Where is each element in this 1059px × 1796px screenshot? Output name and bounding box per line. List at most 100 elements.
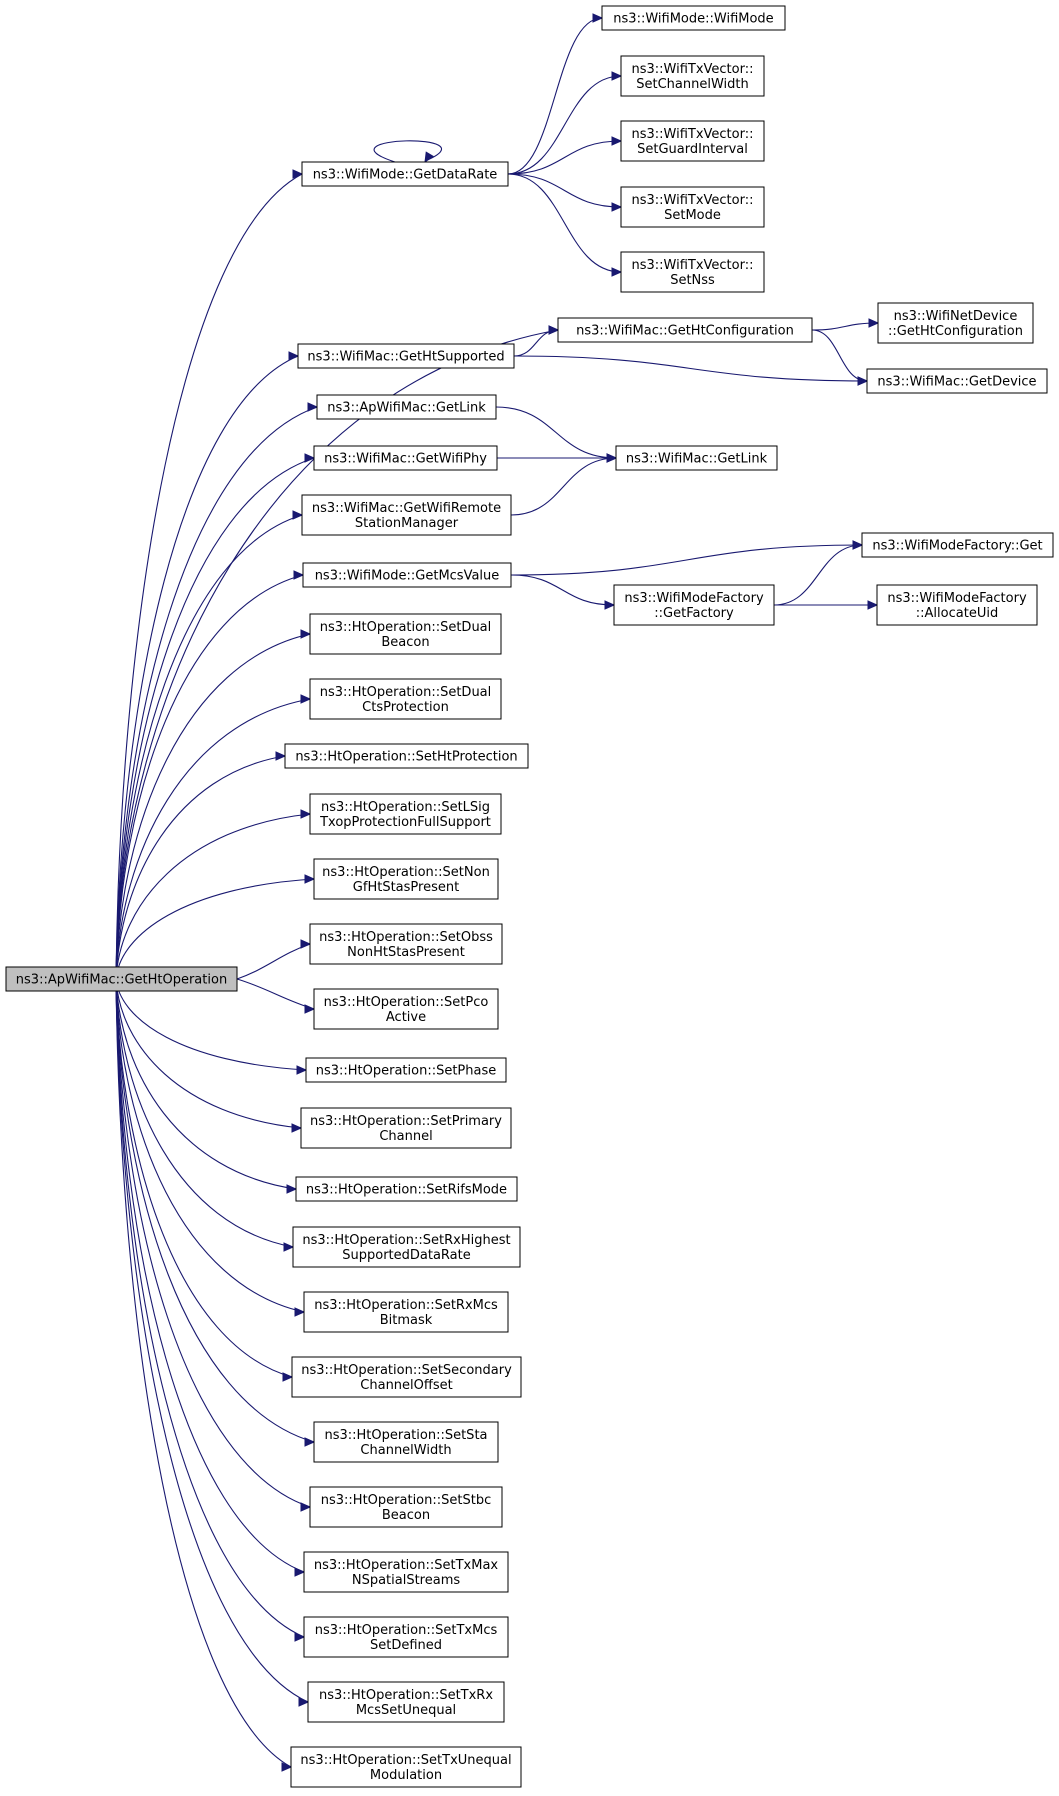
node-box[interactable] xyxy=(620,120,765,162)
node-box[interactable] xyxy=(309,613,502,655)
edge-getMcsValue-to-getFactory xyxy=(510,574,616,610)
node-box[interactable] xyxy=(303,1616,509,1658)
node-box[interactable] xyxy=(309,923,503,965)
edge-line xyxy=(507,17,603,175)
node-netDevGetHtConfig[interactable]: ns3::WifiNetDevice::GetHtConfiguration xyxy=(877,302,1034,344)
node-label: ns3::WifiModeFactory xyxy=(624,591,764,606)
edge-arrowhead xyxy=(300,1502,312,1512)
node-box[interactable] xyxy=(313,1421,499,1463)
node-box[interactable] xyxy=(313,988,499,1030)
node-setNss[interactable]: ns3::WifiTxVector::SetNss xyxy=(620,251,765,293)
node-getHtSupported[interactable]: ns3::WifiMac::GetHtSupported xyxy=(297,343,515,369)
node-setRifs[interactable]: ns3::HtOperation::SetRifsMode xyxy=(295,1176,518,1202)
node-box[interactable] xyxy=(284,743,529,769)
node-getDataRate[interactable]: ns3::WifiMode::GetDataRate xyxy=(301,161,509,187)
node-box[interactable] xyxy=(877,302,1034,344)
edge-arrowhead xyxy=(611,202,623,212)
node-box[interactable] xyxy=(290,1746,522,1788)
edge-arrowhead xyxy=(867,600,879,610)
node-box[interactable] xyxy=(309,1486,503,1528)
node-box[interactable] xyxy=(613,584,775,626)
node-box[interactable] xyxy=(303,1551,509,1593)
edge-line xyxy=(507,140,622,175)
edge-line xyxy=(495,406,617,459)
node-box[interactable] xyxy=(292,1226,521,1268)
node-label: Beacon xyxy=(382,1508,430,1523)
node-label: ns3::HtOperation::SetRxHighest xyxy=(302,1233,510,1248)
node-setSecondary[interactable]: ns3::HtOperation::SetSecondaryChannelOff… xyxy=(291,1356,522,1398)
node-setChannelWidth[interactable]: ns3::WifiTxVector::SetChannelWidth xyxy=(620,55,765,97)
node-getDevice[interactable]: ns3::WifiMac::GetDevice xyxy=(866,368,1048,394)
node-setLSig[interactable]: ns3::HtOperation::SetLSigTxopProtectionF… xyxy=(309,793,502,835)
node-box[interactable] xyxy=(615,445,778,471)
node-box[interactable] xyxy=(557,317,813,343)
node-setPhase[interactable]: ns3::HtOperation::SetPhase xyxy=(305,1057,507,1083)
node-box[interactable] xyxy=(601,5,786,31)
node-box[interactable] xyxy=(313,445,498,471)
edge-root-to-setPco xyxy=(236,978,316,1014)
node-box[interactable] xyxy=(291,1356,522,1398)
node-setObss[interactable]: ns3::HtOperation::SetObssNonHtStasPresen… xyxy=(309,923,503,965)
node-label: ns3::HtOperation::SetTxRx xyxy=(319,1688,493,1703)
node-box[interactable] xyxy=(620,251,765,293)
node-box[interactable] xyxy=(300,1107,512,1149)
node-label: Modulation xyxy=(370,1768,442,1783)
node-getLink[interactable]: ns3::WifiMac::GetLink xyxy=(615,445,778,471)
node-box[interactable] xyxy=(301,494,512,536)
node-getHtConfiguration[interactable]: ns3::WifiMac::GetHtConfiguration xyxy=(557,317,813,343)
node-box[interactable] xyxy=(302,562,512,588)
edge-line xyxy=(115,978,307,1071)
node-box[interactable] xyxy=(309,793,502,835)
node-label: SetChannelWidth xyxy=(636,77,749,92)
node-box[interactable] xyxy=(876,584,1038,626)
node-label: ns3::HtOperation::SetTxMcs xyxy=(315,1623,498,1638)
edge-root-to-setSta xyxy=(115,978,316,1447)
node-getFactory[interactable]: ns3::WifiModeFactory::GetFactory xyxy=(613,584,775,626)
node-box[interactable] xyxy=(313,858,499,900)
node-setGuardInterval[interactable]: ns3::WifiTxVector::SetGuardInterval xyxy=(620,120,765,162)
node-box[interactable] xyxy=(309,678,502,720)
node-box[interactable] xyxy=(297,343,515,369)
edge-getFactory-to-allocateUid xyxy=(774,600,879,610)
node-box[interactable] xyxy=(861,532,1054,558)
edge-root-to-setPrimary xyxy=(115,978,303,1133)
node-getWifiPhy[interactable]: ns3::WifiMac::GetWifiPhy xyxy=(313,445,498,471)
edge-arrowhead xyxy=(294,1632,306,1642)
node-setMode[interactable]: ns3::WifiTxVector::SetMode xyxy=(620,186,765,228)
node-getRsm[interactable]: ns3::WifiMac::GetWifiRemoteStationManage… xyxy=(301,494,512,536)
node-box[interactable] xyxy=(305,1057,507,1083)
edge-arrowhead xyxy=(291,1123,303,1133)
node-setRxHighest[interactable]: ns3::HtOperation::SetRxHighestSupportedD… xyxy=(292,1226,521,1268)
node-factoryGet[interactable]: ns3::WifiModeFactory::Get xyxy=(861,532,1054,558)
node-apGetLink[interactable]: ns3::ApWifiMac::GetLink xyxy=(316,394,497,420)
edge-line xyxy=(507,173,622,208)
node-root[interactable]: ns3::ApWifiMac::GetHtOperation xyxy=(5,966,238,992)
node-setTxMax[interactable]: ns3::HtOperation::SetTxMaxNSpatialStream… xyxy=(303,1551,509,1593)
node-box[interactable] xyxy=(5,966,238,992)
node-box[interactable] xyxy=(316,394,497,420)
node-box[interactable] xyxy=(295,1176,518,1202)
node-getMcsValue[interactable]: ns3::WifiMode::GetMcsValue xyxy=(302,562,512,588)
node-box[interactable] xyxy=(301,161,509,187)
node-wifiMode[interactable]: ns3::WifiMode::WifiMode xyxy=(601,5,786,31)
node-box[interactable] xyxy=(307,1681,505,1723)
node-allocateUid[interactable]: ns3::WifiModeFactory::AllocateUid xyxy=(876,584,1038,626)
node-box[interactable] xyxy=(866,368,1048,394)
node-box[interactable] xyxy=(620,186,765,228)
edge-getMcsValue-to-factoryGet xyxy=(510,540,864,576)
node-setHtProtection[interactable]: ns3::HtOperation::SetHtProtection xyxy=(284,743,529,769)
node-box[interactable] xyxy=(620,55,765,97)
edge-getDataRate-to-wifiMode xyxy=(507,13,604,175)
node-box[interactable] xyxy=(303,1291,509,1333)
